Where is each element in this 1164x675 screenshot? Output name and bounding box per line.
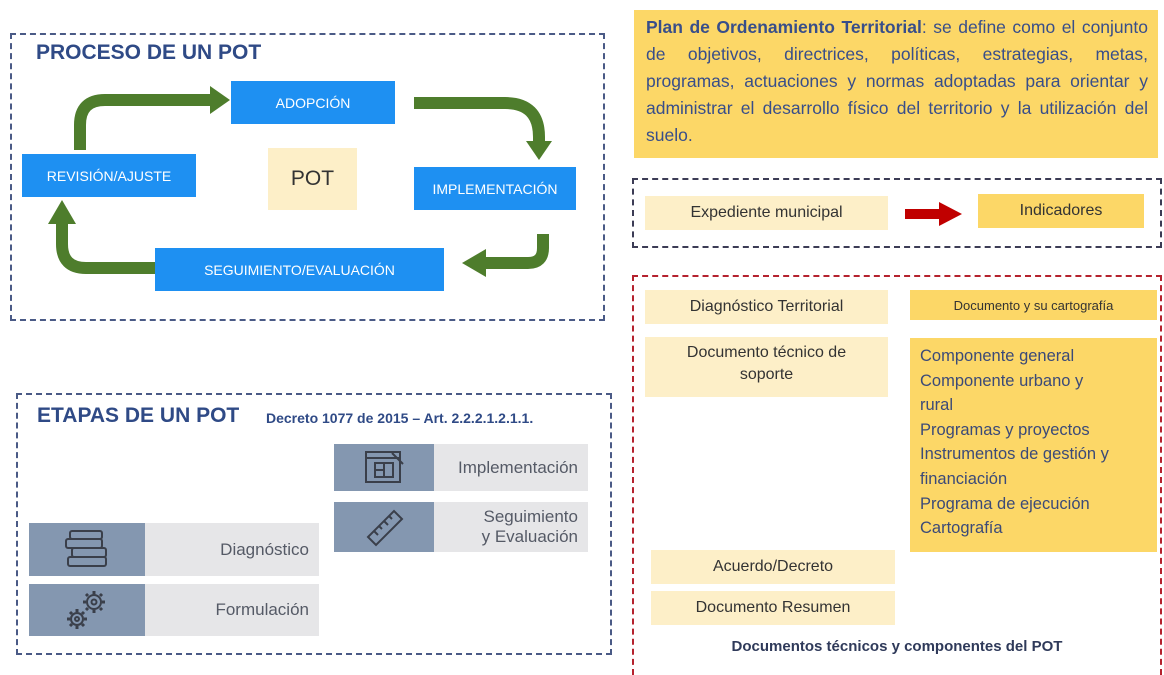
component-item: Componente general <box>920 347 1075 365</box>
etapas-panel <box>16 393 612 655</box>
expediente-panel <box>632 178 1162 248</box>
component-item: Programas y proyectos <box>920 420 1090 439</box>
blueprint-icon <box>334 444 434 491</box>
definition-box: Plan de Ordenamiento Territorial: se def… <box>634 10 1158 158</box>
red-arrow-icon <box>905 202 962 226</box>
arrow-revision-to-adopcion <box>74 94 212 150</box>
step-seguimiento: SEGUIMIENTO/EVALUACIÓN <box>155 248 444 291</box>
etapa-seguimiento-line1: Seguimiento <box>483 507 578 526</box>
arrow-seguimiento-to-revision <box>56 222 155 274</box>
component-item: Instrumentos de gestión y <box>920 445 1109 464</box>
components-box: Componente general Componente urbano y r… <box>910 338 1157 552</box>
documentos-caption: Documentos técnicos y componentes del PO… <box>731 638 1063 655</box>
gears-icon <box>29 584 145 636</box>
component-item: Cartografía <box>920 519 1003 538</box>
documento-resumen: Documento Resumen <box>651 591 895 625</box>
definition-term: Plan de Ordenamiento Territorial <box>646 17 922 37</box>
component-item: rural <box>920 396 954 415</box>
center-pot: POT <box>268 148 357 210</box>
arrow-implementacion-to-seguimiento <box>484 234 549 269</box>
etapas-title: ETAPAS DE UN POT <box>37 404 240 427</box>
documento-tecnico-line2: soporte <box>739 366 794 383</box>
etapa-diagnostico: Diagnóstico <box>145 523 319 576</box>
documentos-panel <box>632 275 1162 675</box>
step-revision: REVISIÓN/AJUSTE <box>22 154 196 197</box>
component-item: Programa de ejecución <box>920 494 1090 513</box>
decree-reference: Decreto 1077 de 2015 – Art. 2.2.2.1.2.1.… <box>266 410 534 426</box>
documento-tecnico-line1: Documento técnico de <box>686 344 847 361</box>
etapa-seguimiento: Seguimiento y Evaluación <box>434 502 588 552</box>
documento-tecnico: Documento técnico de soporte <box>645 337 888 397</box>
component-item: financiación <box>920 469 1008 488</box>
diagnostico-territorial: Diagnóstico Territorial <box>645 290 888 324</box>
indicadores: Indicadores <box>978 194 1144 228</box>
proceso-panel <box>10 33 605 321</box>
expediente-municipal: Expediente municipal <box>645 196 888 230</box>
diagnostico-detail: Documento y su cartografía <box>910 290 1157 320</box>
step-adopcion: ADOPCIÓN <box>231 81 395 124</box>
ruler-icon <box>334 502 434 552</box>
etapa-formulacion: Formulación <box>145 584 319 636</box>
definition-text: : se define como el conjunto de objetivo… <box>646 17 1148 145</box>
step-implementacion: IMPLEMENTACIÓN <box>414 167 576 210</box>
proceso-title: PROCESO DE UN POT <box>36 41 262 64</box>
etapa-implementacion: Implementación <box>434 444 588 491</box>
cycle-arrows <box>48 86 552 277</box>
arrow-adopcion-to-implementacion <box>414 97 545 143</box>
books-icon <box>29 523 145 576</box>
component-item: Componente urbano y <box>920 371 1084 390</box>
etapa-seguimiento-line2: y Evaluación <box>481 527 578 546</box>
acuerdo-decreto: Acuerdo/Decreto <box>651 550 895 584</box>
